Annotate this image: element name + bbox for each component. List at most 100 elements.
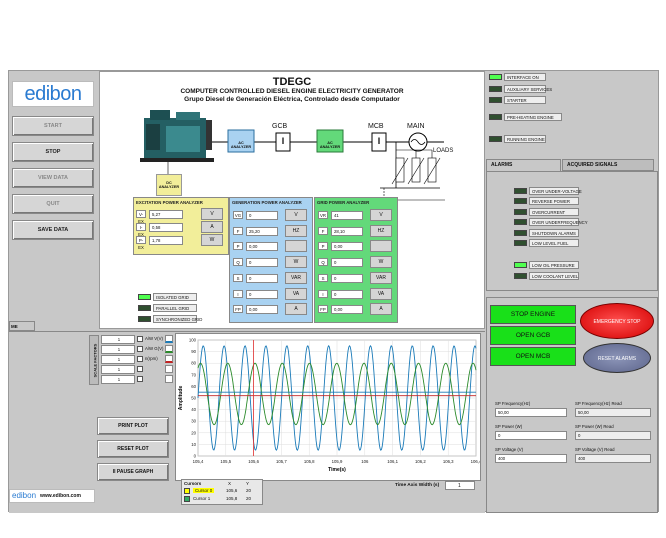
grid-status-led	[138, 294, 151, 300]
series-color-swatch	[165, 375, 173, 383]
tab-acquired-signals[interactable]: ACQUIRED SIGNALS	[562, 159, 654, 171]
start-button[interactable]: START	[12, 116, 94, 136]
alarm-led	[514, 219, 527, 225]
status-led	[489, 97, 502, 103]
x-tick-label: 105,5	[220, 459, 231, 464]
grid-row-unit: VAR	[370, 271, 392, 284]
print-plot-button[interactable]: PRINT PLOT	[97, 417, 169, 435]
alarm-led	[514, 273, 527, 279]
x-tick-label: 105,7	[276, 459, 287, 464]
status-led	[489, 86, 502, 92]
reset-plot-button[interactable]: RESET PLOT	[97, 440, 169, 458]
grid-row-value: 0	[331, 273, 363, 283]
series-visibility-checkbox[interactable]	[137, 356, 143, 362]
series-visibility-checkbox[interactable]	[137, 376, 143, 382]
scale-factor-input[interactable]: 1	[101, 335, 135, 344]
ac-analyzer-1-label: AC ANALYZER	[230, 141, 252, 149]
footer-bar: edibon www.edibon.com	[9, 489, 95, 503]
scale-factor-input[interactable]: 1	[101, 375, 135, 384]
setpoint-read-label: SP Power (W) Read	[575, 424, 614, 429]
cursors-col-y: Y	[246, 481, 250, 486]
excitation-row-value: 1,78	[149, 236, 183, 245]
time-axis-width-input[interactable]: 1	[445, 481, 475, 490]
generation-row-unit: VA	[285, 287, 307, 300]
series-color-swatch	[165, 345, 173, 353]
series-visibility-checkbox[interactable]	[137, 346, 143, 352]
alarm-label: LOW LEVEL FUEL	[529, 239, 579, 247]
stop-button[interactable]: STOP	[12, 142, 94, 162]
cursor-0-marker	[184, 488, 190, 494]
edibon-logo: edibon	[12, 81, 94, 107]
setpoint-input[interactable]: 0	[495, 431, 567, 440]
generation-row-label: S	[233, 273, 243, 282]
alarm-led	[514, 240, 527, 246]
save-data-button[interactable]: SAVE DATA	[12, 220, 94, 240]
alarm-label: OVER UNDERFREQUENCY	[529, 218, 588, 226]
scale-factor-input[interactable]: 1	[101, 345, 135, 354]
stop-engine-button[interactable]: STOP ENGINE	[490, 305, 576, 324]
y-tick-label: 80	[191, 361, 196, 366]
generation-row-value: 0	[246, 273, 278, 283]
series-color-swatch	[165, 335, 173, 343]
open-gcb-button[interactable]: OPEN GCB	[490, 326, 576, 345]
alarm-led	[514, 209, 527, 215]
pause-graph-button[interactable]: II PAUSE GRAPH	[97, 463, 169, 481]
setpoint-input[interactable]: 400	[495, 454, 567, 463]
series-name: A/W G(V)	[145, 346, 164, 351]
right-tab-bar: ALARMS ACQUIRED SIGNALS	[486, 159, 658, 171]
dc-analyzer-label: DC ANALYZER	[158, 181, 180, 189]
grid-status-led	[138, 316, 151, 322]
y-tick-label: 50	[191, 396, 196, 401]
y-tick-label: 30	[191, 419, 196, 424]
series-visibility-checkbox[interactable]	[137, 366, 143, 372]
setpoint-read-label: SP Voltage (V) Read	[575, 447, 615, 452]
graph-tab[interactable]: ME GRAPH	[9, 321, 35, 338]
series-name: n(rpm)	[145, 356, 158, 361]
scale-factors-text: SCALE FACTORS	[92, 343, 98, 378]
generation-row-value: 0	[246, 258, 278, 268]
y-tick-label: 90	[191, 349, 196, 354]
scale-factor-input[interactable]: 1	[101, 355, 135, 364]
quit-button[interactable]: QUIT	[12, 194, 94, 214]
y-tick-label: 100	[189, 338, 197, 343]
generation-row-unit: HZ	[285, 224, 307, 237]
main-label: MAIN	[407, 123, 425, 130]
cursor-1-x: 105,8	[226, 496, 238, 501]
setpoint-read-value: 0	[575, 431, 651, 440]
status-led	[489, 136, 502, 142]
setpoint-input[interactable]: 50,00	[495, 408, 567, 417]
footer-logo: edibon	[12, 491, 37, 500]
generation-row-unit: V	[285, 209, 307, 221]
ac-analyzer-2	[316, 129, 344, 153]
generation-row-value: 0	[246, 289, 278, 299]
grid-row-unit: A	[370, 303, 392, 316]
status-led-label: RUNNING ENGINE	[504, 135, 546, 143]
reset-alarms-button[interactable]: RESET ALARMS	[583, 343, 651, 373]
x-tick-label: 105,9	[332, 459, 343, 464]
alarm-label: REVERSE POWER	[529, 197, 579, 205]
series-visibility-checkbox[interactable]	[137, 336, 143, 342]
setpoint-read-value: 50,00	[575, 408, 651, 417]
ac-analyzer-2-label: AC ANALYZER	[319, 141, 341, 149]
excitation-title: EXCITATION POWER ANALYZER	[136, 200, 203, 205]
generation-row-label: VG	[233, 211, 243, 219]
grid-row-value: 41	[331, 211, 363, 220]
y-tick-label: 70	[191, 372, 196, 377]
view-data-button[interactable]: VIEW DATA	[12, 168, 94, 188]
mcb-symbol: I	[377, 136, 381, 146]
grid-row-unit: VA	[370, 287, 392, 300]
y-tick-label: 0	[194, 454, 197, 459]
gcb-label: GCB	[272, 123, 288, 130]
alarm-label: OVERCURRENT	[529, 208, 579, 216]
tab-alarms[interactable]: ALARMS	[486, 159, 561, 171]
grid-row-label: I	[318, 289, 328, 298]
generation-row-unit: VAR	[285, 271, 307, 284]
cursors-table: Cursors X Y Cursor 0 105,6 20 Cursor 1 1…	[181, 479, 263, 505]
status-led	[489, 114, 502, 120]
alarm-led	[514, 262, 527, 268]
emergency-stop-button[interactable]: EMERGENCY STOP	[580, 303, 654, 339]
open-mcb-button[interactable]: OPEN MCB	[490, 347, 576, 366]
scale-factor-input[interactable]: 1	[101, 365, 135, 374]
generation-row-value: 25,20	[246, 226, 278, 236]
